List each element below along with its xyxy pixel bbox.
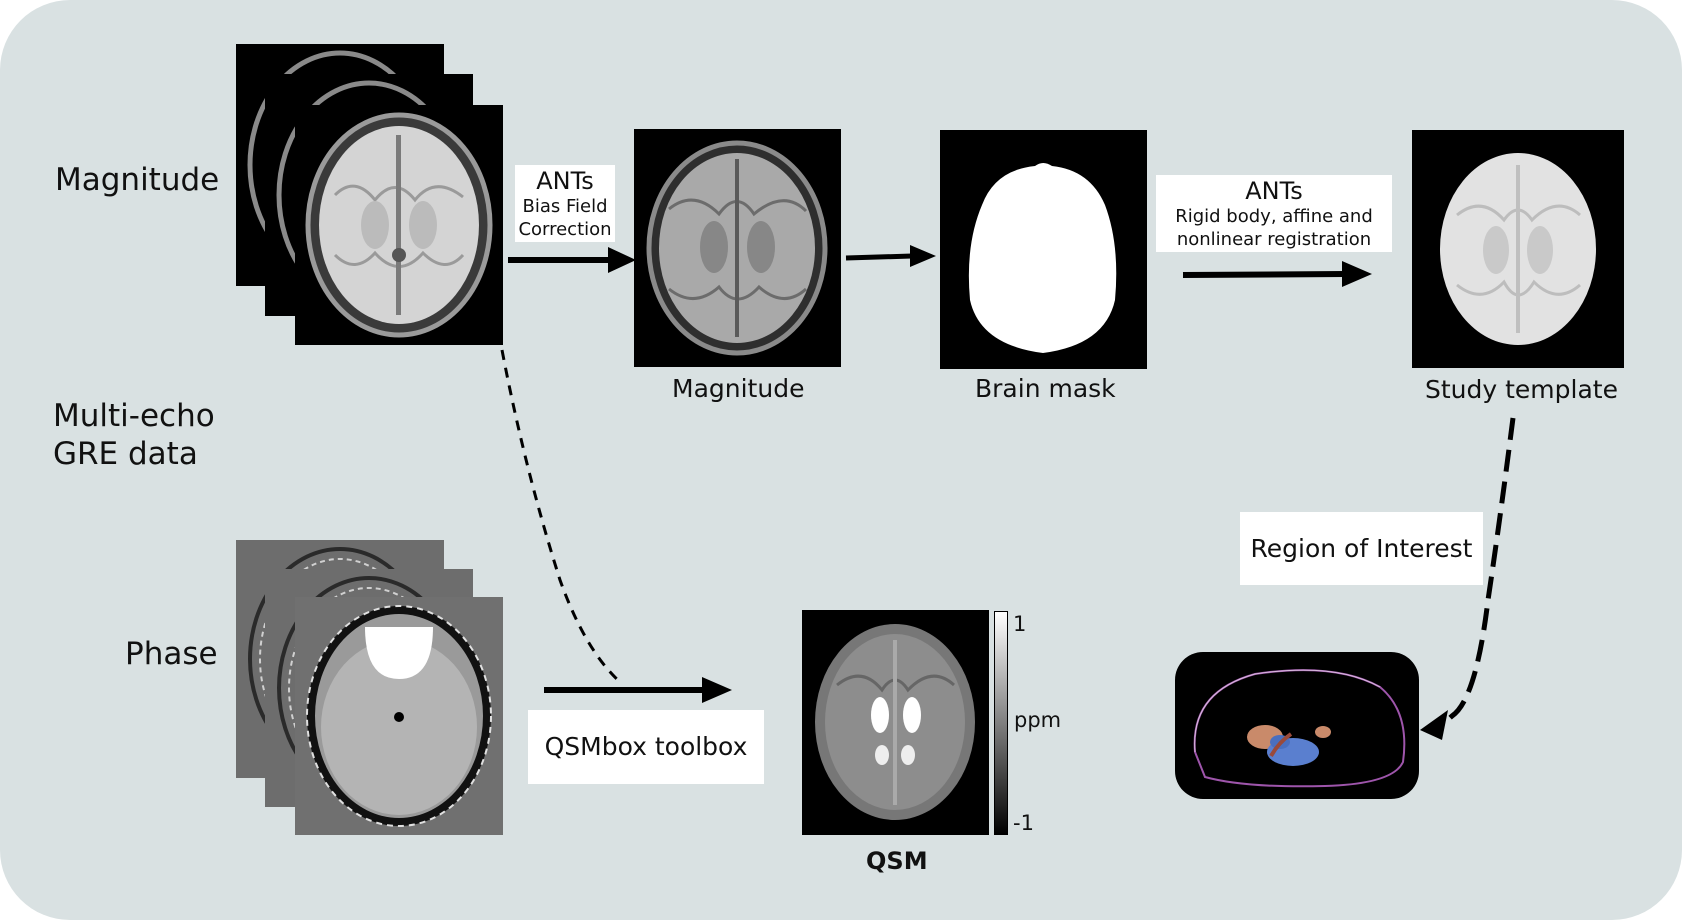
ants-bias-title: ANTs (536, 167, 594, 195)
caption-qsm: QSM (866, 847, 928, 875)
caption-brain-mask: Brain mask (975, 374, 1116, 403)
brain-3d-render (1175, 652, 1419, 799)
ants-reg-line1: Rigid body, affine and (1175, 206, 1373, 227)
study-template-image (1412, 130, 1624, 368)
label-multi-echo: Multi-echo (53, 398, 215, 434)
colorbar-min-label: -1 (1013, 811, 1034, 835)
qsmbox-label: QSMbox toolbox (544, 732, 748, 761)
magnitude-corrected-image (634, 129, 841, 367)
roi-label: Region of Interest (1250, 534, 1473, 563)
phase-stack-front (295, 597, 503, 835)
ants-bias-line2: Correction (518, 219, 612, 240)
caption-study-template: Study template (1425, 375, 1618, 404)
label-gre-data: GRE data (53, 436, 198, 472)
colorbar-unit-label: ppm (1014, 708, 1062, 732)
ants-bias-correction-box: ANTs Bias Field Correction (515, 165, 615, 242)
qsmbox-box: QSMbox toolbox (528, 710, 764, 784)
ants-reg-line2: nonlinear registration (1176, 229, 1372, 250)
colorbar (994, 611, 1008, 835)
label-phase: Phase (125, 636, 218, 672)
ants-reg-title: ANTs (1245, 177, 1303, 205)
label-magnitude: Magnitude (55, 162, 220, 198)
colorbar-max-label: 1 (1013, 612, 1027, 636)
ants-registration-box: ANTs Rigid body, affine and nonlinear re… (1156, 175, 1392, 252)
ants-bias-line1: Bias Field (522, 196, 608, 217)
caption-magnitude: Magnitude (672, 374, 805, 403)
brain-mask-image (940, 130, 1147, 369)
roi-box: Region of Interest (1240, 512, 1483, 585)
magnitude-stack-front (295, 105, 503, 345)
qsm-image (802, 610, 989, 835)
